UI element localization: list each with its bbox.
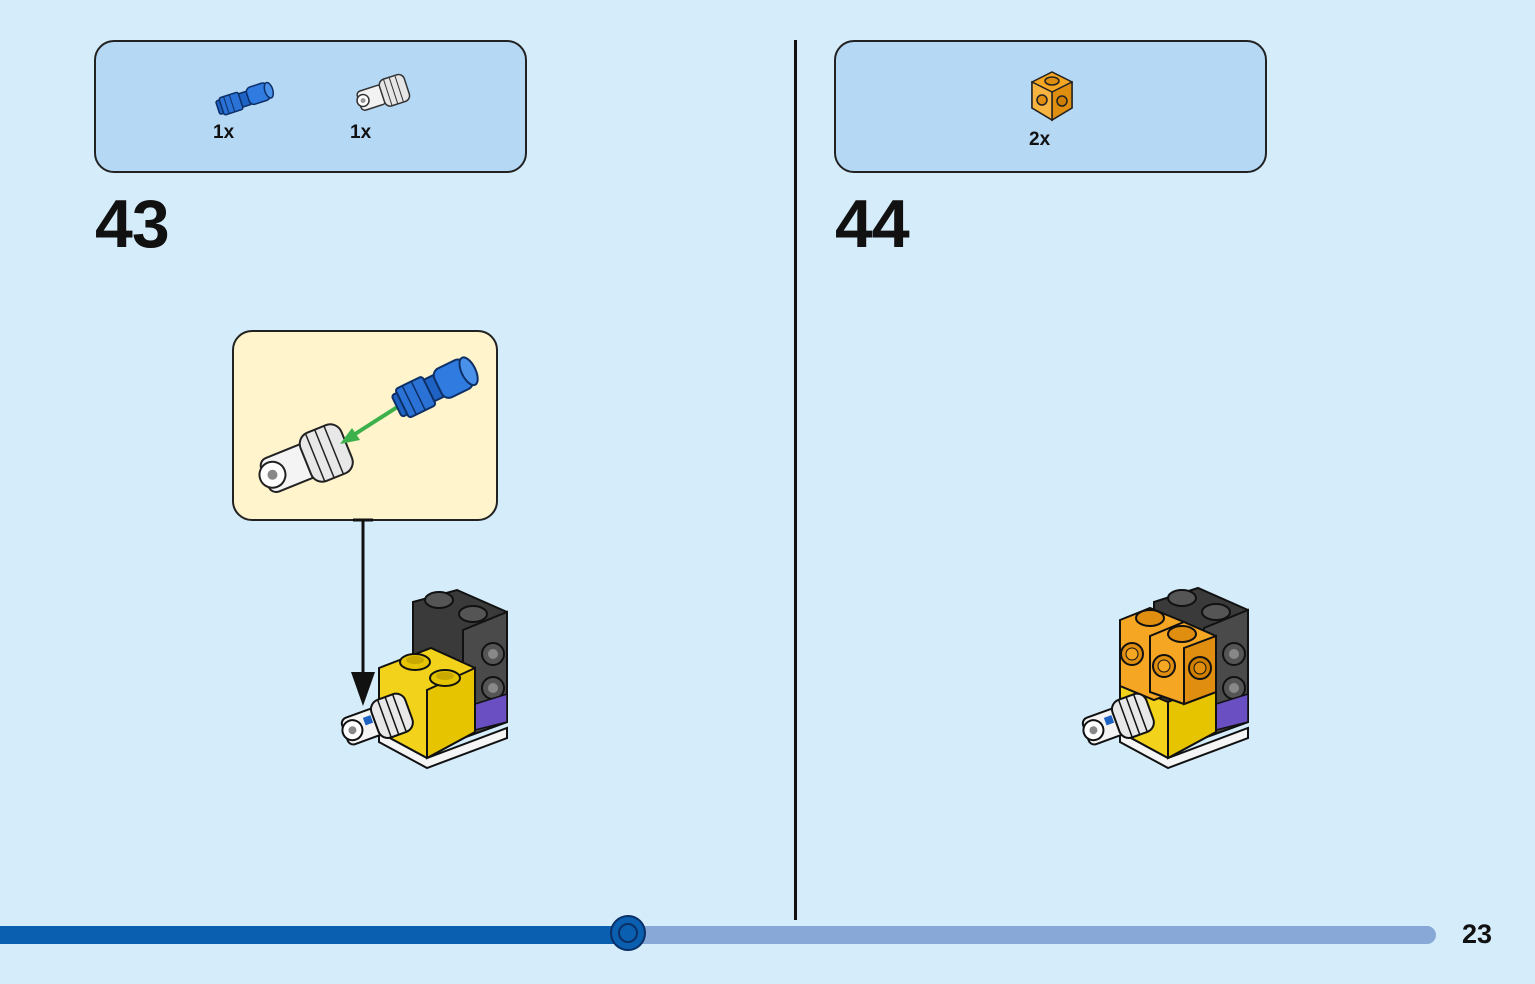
white-hinge-connector-icon — [356, 73, 411, 111]
blue-axle-pin-icon — [215, 81, 275, 116]
callout-subassembly — [232, 330, 498, 521]
parts-list-step-44: 2x — [834, 40, 1267, 173]
orange-brick-icon — [1031, 71, 1073, 122]
progress-bar-track — [0, 915, 1436, 951]
step-number-44: 44 — [835, 186, 910, 262]
part-qty-blue-axle-pin: 1x — [213, 122, 235, 143]
progress-bar-fill — [0, 926, 628, 944]
step-number-43: 43 — [95, 186, 170, 262]
page-number: 23 — [1462, 919, 1493, 949]
parts-list-step-43: 1x 1x — [94, 40, 527, 173]
model-step-44 — [1081, 586, 1249, 770]
down-arrow-icon — [351, 518, 375, 706]
model-step-43 — [340, 588, 508, 770]
part-qty-orange-brick: 2x — [1029, 129, 1051, 150]
subassembly-illustration — [258, 356, 479, 494]
progress-marker — [610, 915, 646, 951]
page-divider — [794, 40, 797, 920]
part-qty-white-hinge-connector: 1x — [350, 122, 372, 143]
